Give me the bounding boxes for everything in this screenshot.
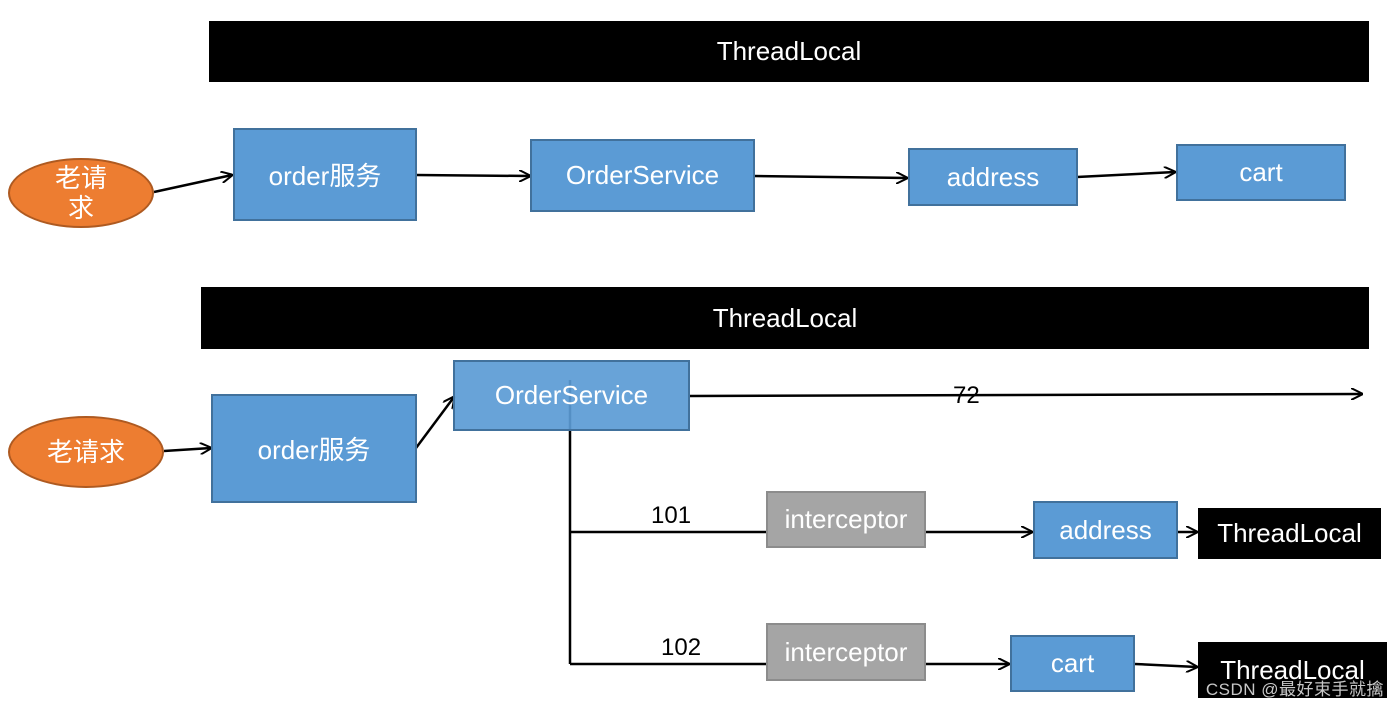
- arrow-orderservice-to-address: [753, 176, 907, 178]
- top-cart-box: cart: [1176, 144, 1346, 201]
- thread-102-label: 102: [661, 634, 702, 661]
- arrow-request-to-order-2: [163, 448, 211, 451]
- interceptor-box-a: interceptor: [766, 491, 926, 548]
- bottom-request-oval: 老请求: [8, 416, 164, 488]
- threadlocal-box-b: ThreadLocal: [1198, 642, 1387, 698]
- top-request-oval: 老请求: [8, 158, 154, 228]
- arrow-order-to-orderservice: [415, 175, 530, 176]
- threadlocal-box-a: ThreadLocal: [1198, 508, 1381, 559]
- bottom-threadlocal-banner: ThreadLocal: [201, 287, 1369, 349]
- top-request-label: 老请求: [54, 163, 107, 223]
- bottom-address-box: address: [1033, 501, 1178, 559]
- bottom-order-service-box: order服务: [211, 394, 417, 503]
- top-orderservice-box: OrderService: [530, 139, 755, 212]
- bottom-orderservice-box: OrderService: [453, 360, 690, 431]
- arrow-address-to-cart: [1076, 172, 1175, 177]
- arrow-order-to-orderservice-2: [414, 397, 454, 449]
- arrow-cart-to-threadlocal: [1134, 664, 1197, 667]
- watermark: CSDN @最好束手就擒: [1205, 680, 1384, 699]
- arrow-request-to-order: [153, 175, 232, 194]
- top-address-box: address: [908, 148, 1078, 206]
- thread-72-label: 72: [953, 382, 980, 409]
- thread-101-label: 101: [651, 502, 692, 529]
- top-order-service-box: order服务: [233, 128, 417, 221]
- top-threadlocal-banner: ThreadLocal: [209, 21, 1369, 82]
- thread-72-line: [688, 394, 1362, 396]
- bottom-cart-box: cart: [1010, 635, 1135, 692]
- interceptor-box-b: interceptor: [766, 623, 926, 681]
